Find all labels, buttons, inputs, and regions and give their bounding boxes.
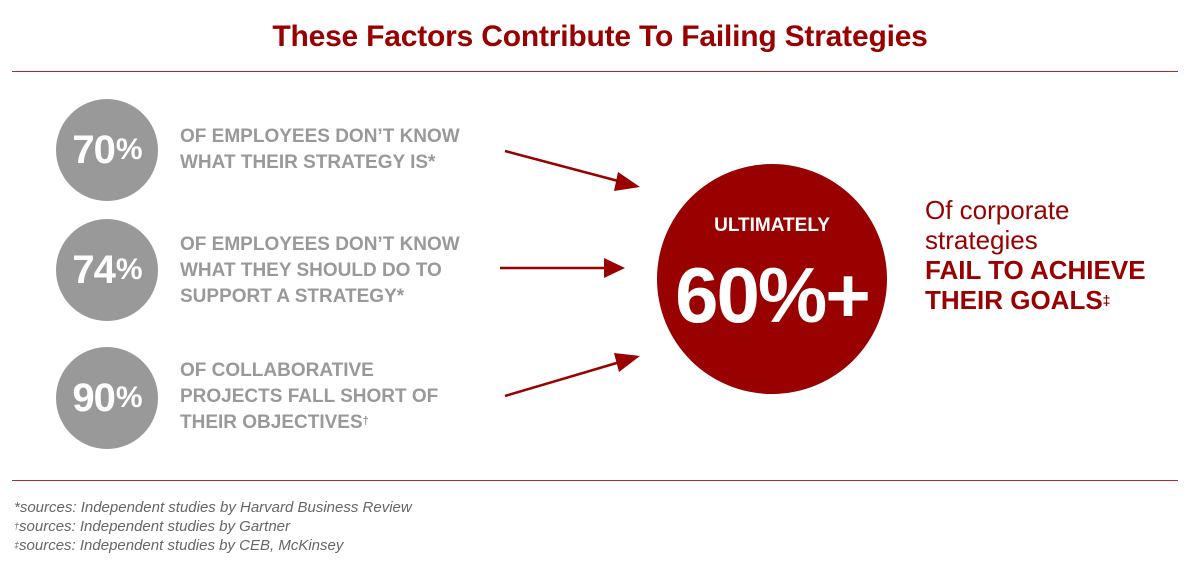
stat-line-text: THEIR OBJECTIVES: [180, 412, 363, 433]
top-divider: [12, 71, 1178, 72]
arrow-middle: [500, 258, 625, 278]
result-text: Of corporate strategies FAIL TO ACHIEVE …: [925, 195, 1185, 315]
result-strong-text: THEIR GOALS: [925, 285, 1103, 315]
stat-line: SUPPORT A STRATEGY*: [180, 286, 405, 307]
stat-line: PROJECTS FALL SHORT OF: [180, 386, 439, 407]
source-item: †sources: Independent studies by Gartner: [14, 517, 412, 536]
stat-circle-70: 70%: [56, 99, 158, 201]
sources-list: *sources: Independent studies by Harvard…: [14, 498, 412, 555]
stat-line: OF EMPLOYEES DON’T KNOW: [180, 234, 460, 255]
stat-line: WHAT THEIR STRATEGY IS*: [180, 152, 436, 173]
stat-unit: %: [115, 133, 143, 166]
result-strong-line: THEIR GOALS‡: [925, 285, 1185, 315]
source-item: ‡sources: Independent studies by CEB, Mc…: [14, 536, 412, 555]
stat-number: 74: [72, 247, 115, 292]
result-line: Of corporate: [925, 195, 1070, 225]
source-item: *sources: Independent studies by Harvard…: [14, 498, 412, 517]
stat-text-90: OF COLLABORATIVE PROJECTS FALL SHORT OF …: [180, 358, 480, 436]
arrow-head-icon: [614, 172, 640, 191]
stat-line: WHAT THEY SHOULD DO TO: [180, 260, 442, 281]
arrow-top: [504, 149, 640, 191]
result-line: strategies: [925, 225, 1038, 255]
page-title: These Factors Contribute To Failing Stra…: [272, 20, 928, 53]
result-strong-line: FAIL TO ACHIEVE: [925, 255, 1146, 285]
stat-line: OF EMPLOYEES DON’T KNOW: [180, 126, 460, 147]
stat-text-70: OF EMPLOYEES DON’T KNOW WHAT THEIR STRAT…: [180, 124, 480, 176]
double-dagger-mark: ‡: [1102, 292, 1111, 308]
result-kicker: ULTIMATELY: [714, 215, 830, 236]
stat-unit: %: [115, 381, 143, 414]
source-mark: †: [14, 521, 20, 531]
result-figure: 60%+: [675, 251, 871, 339]
stat-text-74: OF EMPLOYEES DON’T KNOW WHAT THEY SHOULD…: [180, 232, 480, 310]
source-mark: ‡: [14, 540, 20, 550]
stat-number: 90: [72, 375, 115, 420]
arrow-head-icon: [614, 353, 640, 372]
source-mark: *: [14, 499, 20, 516]
arrow-head-icon: [604, 258, 625, 278]
stat-line: OF COLLABORATIVE: [180, 360, 374, 381]
source-text: sources: Independent studies by CEB, McK…: [19, 537, 344, 554]
stat-circle-74: 74%: [56, 219, 158, 321]
source-text: sources: Independent studies by Gartner: [19, 518, 291, 535]
bottom-divider: [12, 480, 1178, 481]
stat-circle-90: 90%: [56, 347, 158, 449]
source-text: sources: Independent studies by Harvard …: [19, 499, 412, 516]
dagger-mark: †: [362, 415, 369, 427]
arrow-bottom: [504, 353, 640, 398]
stat-number: 70: [72, 127, 115, 172]
stat-unit: %: [115, 253, 143, 286]
stat-line: THEIR OBJECTIVES†: [180, 410, 480, 436]
result-circle: ULTIMATELY 60%+: [657, 164, 887, 394]
